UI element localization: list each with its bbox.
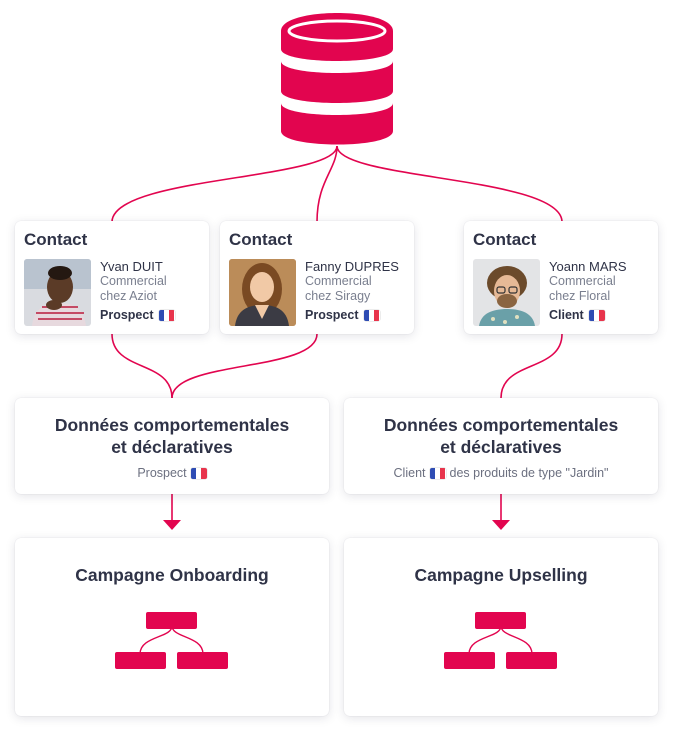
data-card-title-line1: Données comportementales xyxy=(383,415,619,435)
contact-job: Commercial xyxy=(549,274,616,288)
database-icon xyxy=(281,13,393,145)
contact-job: Commercial xyxy=(100,274,167,288)
data-card-client: Données comportementales et déclaratives… xyxy=(344,398,658,494)
campaign-card-onboarding: Campagne Onboarding xyxy=(15,538,329,716)
data-card-subtitle: Prospect xyxy=(15,466,329,480)
data-card-title: Données comportementales et déclaratives xyxy=(344,414,658,458)
contact-info: Fanny DUPRES Commercial chez Siragy Pros… xyxy=(305,259,399,323)
contact-info: Yoann MARS Commercial chez Floral Client xyxy=(549,259,627,323)
contact-company: chez Siragy xyxy=(305,289,371,303)
campaign-title: Campagne Onboarding xyxy=(75,565,269,585)
data-card-title-line2: et déclaratives xyxy=(440,437,562,457)
contact-card-3: Contact Yoann MARS Commercial chez Flora… xyxy=(464,221,658,334)
connector-db-to-contact-1 xyxy=(111,145,338,223)
contact-name: Yoann MARS xyxy=(549,259,627,274)
campaign-title: Campagne Upselling xyxy=(414,565,588,585)
segment-label: Prospect xyxy=(137,466,187,480)
contact-job: Commercial xyxy=(305,274,372,288)
contact-name: Yvan DUIT xyxy=(100,259,163,274)
data-card-title-line2: et déclaratives xyxy=(111,437,233,457)
contact-title: Contact xyxy=(24,230,88,249)
data-card-subtitle: Client des produits de type "Jardin" xyxy=(344,466,658,480)
france-flag-icon xyxy=(158,310,175,321)
data-card-title: Données comportementales et déclaratives xyxy=(15,414,329,458)
contact-status: Prospect xyxy=(305,308,399,323)
contact-name: Fanny DUPRES xyxy=(305,259,399,274)
contact-card-1: Contact Yvan DUIT Commercial chez Aziot … xyxy=(15,221,209,334)
connector-db-to-contact-3 xyxy=(336,145,563,223)
france-flag-icon xyxy=(429,467,446,479)
avatar xyxy=(229,259,296,326)
data-card-prospect: Données comportementales et déclaratives… xyxy=(15,398,329,494)
avatar xyxy=(24,259,91,326)
contact-status: Client xyxy=(549,308,627,323)
contact-card-2: Contact Fanny DUPRES Commercial chez Sir… xyxy=(220,221,414,334)
contact-title: Contact xyxy=(229,230,293,249)
france-flag-icon xyxy=(588,310,605,321)
contact-company: chez Floral xyxy=(549,289,611,303)
contact-company: chez Aziot xyxy=(100,289,157,303)
contact-status: Prospect xyxy=(100,308,175,323)
avatar xyxy=(473,259,540,326)
contact-info: Yvan DUIT Commercial chez Aziot Prospect xyxy=(100,259,175,323)
connector-contacts-to-data-1 xyxy=(111,333,173,399)
campaign-card-upselling: Campagne Upselling xyxy=(344,538,658,716)
france-flag-icon xyxy=(363,310,380,321)
status-label: Prospect xyxy=(305,308,359,322)
data-card-title-line1: Données comportementales xyxy=(54,415,290,435)
status-label: Prospect xyxy=(100,308,154,322)
flow-tree-icon xyxy=(444,612,557,669)
contact-title: Contact xyxy=(473,230,537,249)
arrow-head-2 xyxy=(492,520,510,530)
france-flag-icon xyxy=(190,467,207,479)
flow-tree-icon xyxy=(115,612,228,669)
connector-db-to-contact-2 xyxy=(316,145,338,223)
connector-contact-to-data-2 xyxy=(500,333,563,399)
connector-contacts-to-data-1b xyxy=(171,333,318,399)
segment-detail: des produits de type "Jardin" xyxy=(449,466,609,480)
arrow-head-1 xyxy=(163,520,181,530)
segment-label: Client xyxy=(393,466,426,480)
status-label: Client xyxy=(549,308,584,322)
